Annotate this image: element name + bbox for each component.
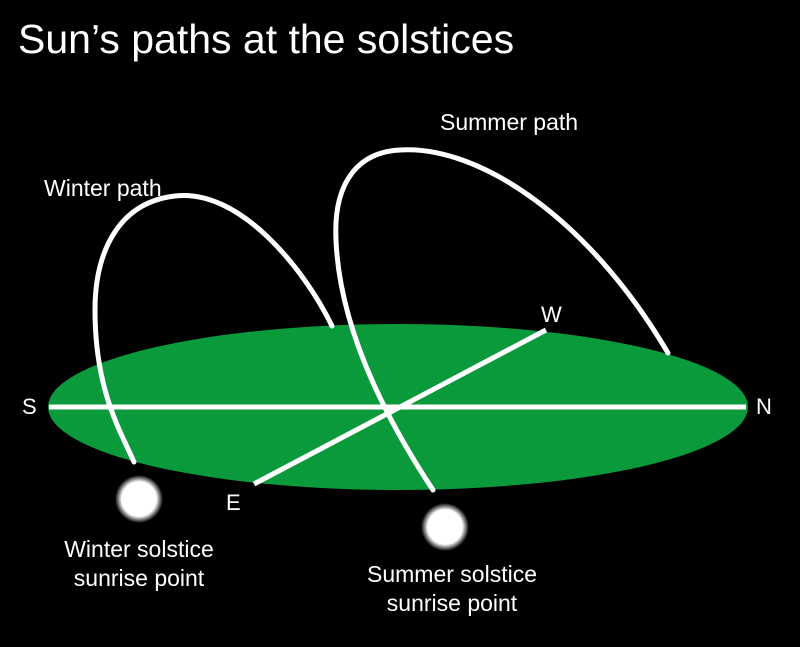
summer-sunrise-caption-line2: sunrise point [386,590,518,616]
winter-path-label: Winter path [44,175,162,201]
winter-path-arc [92,193,335,465]
summer-sunrise-caption: Summer solstice sunrise point [322,560,582,618]
winter-sunrise-caption-line1: Winter solstice [64,536,214,562]
direction-west: W [541,302,562,327]
winter-sunrise-caption: Winter solstice sunrise point [9,535,269,593]
winter-sunrise-caption-line2: sunrise point [73,565,205,591]
summer-path-label: Summer path [440,109,579,135]
direction-east: E [226,490,241,515]
summer-path-arc [333,147,671,493]
summer-sunrise-caption-line1: Summer solstice [367,561,537,587]
summer-sunrise-sun-icon [421,503,469,551]
winter-sunrise-sun-icon [115,475,163,523]
direction-south: S [22,394,37,419]
direction-north: N [756,394,772,419]
page-title: Sun’s paths at the solstices [18,16,515,62]
east-west-line [252,327,548,487]
